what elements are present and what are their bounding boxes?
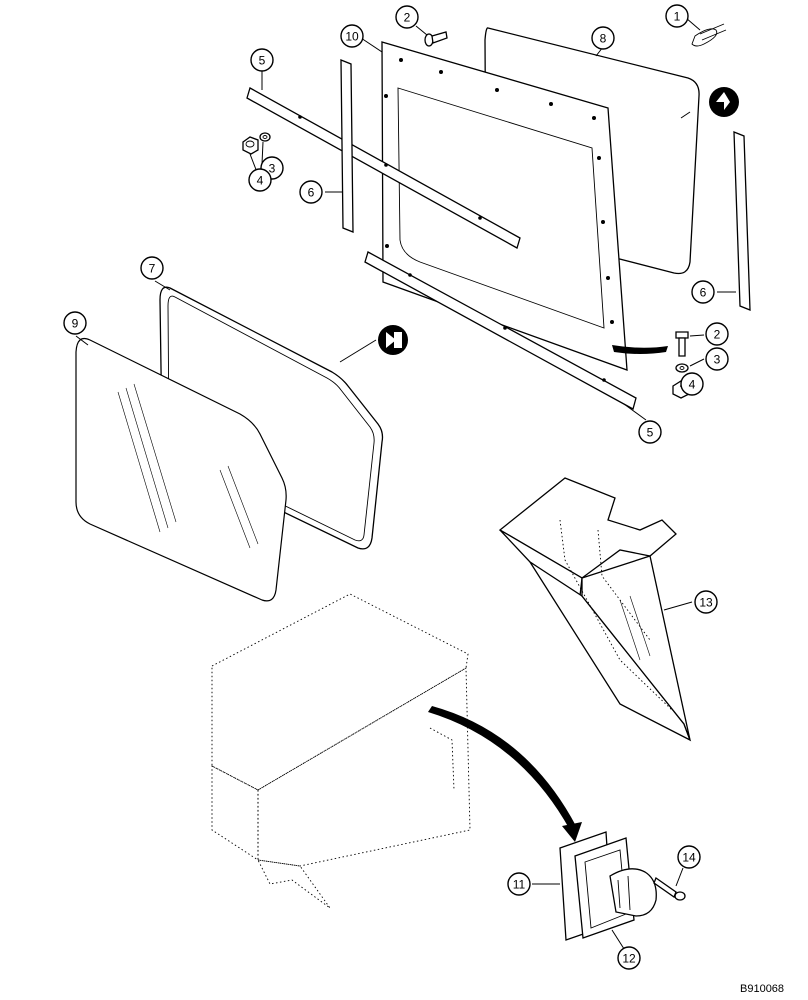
orientation-symbol-lower (378, 325, 408, 355)
callout-circle (705, 347, 729, 371)
seal-strip-part-6-right (733, 131, 751, 311)
glass-part-9 (75, 337, 287, 602)
seal-strip-part-6-left (340, 59, 354, 233)
callout-label: 3 (269, 162, 276, 176)
strip-part-5-lower (364, 251, 637, 410)
callout-13: 13 (694, 590, 718, 614)
callout-circle (299, 180, 323, 204)
callout-label: 2 (714, 328, 721, 342)
callout-circle (63, 311, 87, 335)
assembly-arrow-lower (428, 706, 576, 830)
callout-circle (591, 26, 615, 50)
callout-label: 4 (257, 174, 264, 188)
callout-11: 11 (507, 872, 531, 896)
bolt-part-2-lower (675, 331, 689, 357)
callout-label: 10 (345, 30, 359, 44)
callout-circle (140, 256, 164, 280)
callout-circle (638, 420, 662, 444)
callout-label: 5 (647, 426, 654, 440)
nut-part-4-upper (242, 136, 259, 155)
callout-4: 4 (248, 168, 272, 192)
callout-circle (395, 5, 419, 29)
callout-12: 12 (617, 946, 641, 970)
callout-1: 1 (665, 4, 689, 28)
callout-9: 9 (63, 311, 87, 335)
callout-14: 14 (677, 845, 701, 869)
callout-circle (694, 590, 718, 614)
clip-part-1 (691, 23, 727, 47)
assembly-arrow-upper (612, 345, 668, 354)
callout-3: 3 (705, 347, 729, 371)
callout-label: 7 (149, 262, 156, 276)
callout-circle (617, 946, 641, 970)
leader-lines (75, 17, 736, 953)
figure-code: B910068 (740, 983, 784, 995)
callout-label: 13 (699, 596, 713, 610)
bolt-part-2-upper (424, 31, 448, 47)
callout-10: 10 (340, 24, 364, 48)
callout-circle (340, 24, 364, 48)
callout-circle (250, 48, 274, 72)
callout-circle (665, 4, 689, 28)
callout-label: 11 (513, 878, 526, 892)
callout-circle (248, 168, 272, 192)
console-housing (211, 593, 471, 909)
callout-6: 6 (691, 280, 715, 304)
assembly-arrowhead-lower (562, 822, 582, 842)
callout-label: 4 (689, 378, 696, 392)
screw-part-14 (653, 876, 686, 901)
seal-part-7 (159, 286, 384, 550)
frame-part-10 (381, 41, 628, 371)
callout-2: 2 (705, 322, 729, 346)
connector-part-12 (574, 837, 657, 939)
callout-label: 3 (714, 353, 721, 367)
callout-circle (680, 372, 704, 396)
callout-label: 12 (622, 952, 636, 966)
washer-part-3-upper (259, 132, 271, 142)
callout-circle (691, 280, 715, 304)
callout-5: 5 (638, 420, 662, 444)
callout-label: 5 (259, 54, 266, 68)
strip-part-5-upper (246, 87, 521, 249)
callout-label: 9 (72, 317, 79, 331)
callout-circle (507, 872, 531, 896)
callout-label: 6 (700, 286, 707, 300)
callout-4: 4 (680, 372, 704, 396)
callout-label: 6 (308, 186, 315, 200)
callout-2: 2 (395, 5, 419, 29)
callout-7: 7 (140, 256, 164, 280)
washer-part-3-lower (675, 363, 689, 373)
callout-label: 14 (682, 851, 696, 865)
orientation-symbol-upper (709, 87, 739, 117)
callout-5: 5 (250, 48, 274, 72)
callout-circle (677, 845, 701, 869)
callout-label: 2 (404, 11, 411, 25)
callout-label: 1 (674, 10, 681, 24)
callout-label: 8 (600, 32, 607, 46)
callout-8: 8 (591, 26, 615, 50)
bracket-part-13 (498, 477, 692, 742)
callout-circle (705, 322, 729, 346)
callout-6: 6 (299, 180, 323, 204)
